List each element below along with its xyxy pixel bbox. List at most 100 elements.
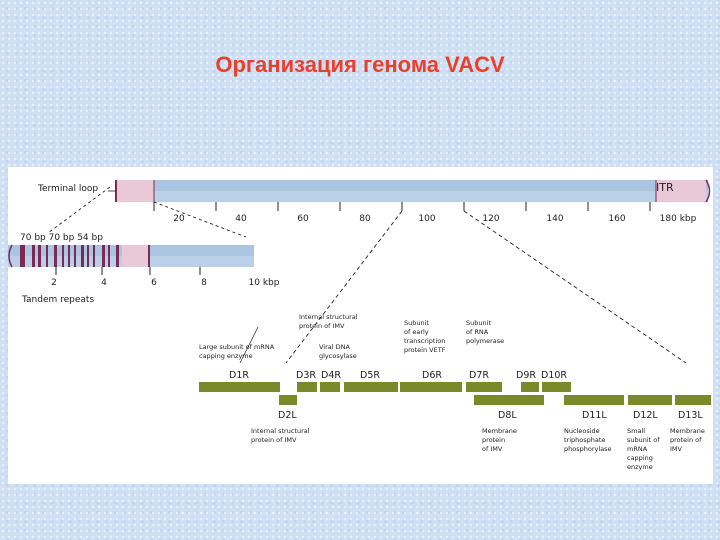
gene-d13l — [675, 395, 711, 405]
zoom-tick-6: 6 — [151, 278, 157, 288]
svg-text:protein of IMV: protein of IMV — [251, 436, 297, 444]
svg-text:capping: capping — [627, 454, 653, 462]
svg-text:of RNA: of RNA — [466, 328, 489, 336]
gene-d8l — [474, 395, 544, 405]
gene-label-d9r: D9R — [516, 370, 536, 381]
tick-100: 100 — [418, 214, 435, 224]
gene-blocks-top — [199, 382, 571, 392]
annotation-d8l: Membrane protein of IMV — [482, 427, 517, 453]
svg-text:capping enzyme: capping enzyme — [199, 352, 253, 360]
annotation-d1r: Large subunit of mRNA capping enzyme — [199, 343, 275, 360]
svg-text:phosphorylase: phosphorylase — [564, 445, 612, 453]
repeat-sizes-label: 70 bp 70 bp 54 bp — [20, 233, 103, 243]
genome-diagram: Terminal loop ITR 20 40 60 80 100 120 14… — [8, 167, 713, 484]
gene-d6r — [400, 382, 462, 392]
gene-d12l — [628, 395, 672, 405]
gene-label-d1r: D1R — [229, 370, 249, 381]
zoom-scale: 2 4 6 8 10 kbp — [51, 267, 280, 288]
gene-d3r — [297, 382, 317, 392]
itr-label: ITR — [656, 181, 674, 194]
gene-label-d4r: D4R — [321, 370, 341, 381]
gene-label-d11l: D11L — [582, 410, 607, 421]
svg-text:of IMV: of IMV — [482, 445, 503, 453]
itr-right — [656, 180, 706, 202]
terminal-loop-label: Terminal loop — [37, 184, 98, 194]
svg-text:Large subunit of mRNA: Large subunit of mRNA — [199, 343, 275, 351]
tick-180-kbp: 180 kbp — [660, 214, 697, 224]
annotation-d13l: Membrane protein of IMV — [670, 427, 705, 453]
svg-text:Nucleoside: Nucleoside — [564, 427, 600, 435]
annotation-d4r: Viral DNA glycosylase — [319, 343, 357, 360]
svg-text:protein of: protein of — [670, 436, 702, 444]
tandem-repeats-label: Tandem repeats — [21, 295, 94, 305]
gene-labels-bottom: D2L D8L D11L D12L D13L — [278, 410, 703, 421]
itr-left — [116, 180, 154, 202]
annotation-d11l: Nucleoside triphosphate phosphorylase — [564, 427, 612, 453]
gene-label-d13l: D13L — [678, 410, 703, 421]
tick-20: 20 — [173, 214, 185, 224]
svg-text:Small: Small — [627, 427, 645, 435]
gene-label-d6r: D6R — [422, 370, 442, 381]
zoomed-itr-bar — [8, 244, 254, 268]
annotation-d12l: Small subunit of mRNA capping enzyme — [627, 427, 660, 471]
zoom-line-right — [153, 201, 247, 238]
svg-text:subunit of: subunit of — [627, 436, 660, 444]
expand-line-left — [285, 210, 403, 364]
expand-line-right — [463, 210, 687, 364]
gene-d11l — [564, 395, 624, 405]
slide-title: Организация генома VACV — [215, 52, 505, 77]
zoom-line-left — [47, 186, 111, 234]
tick-120: 120 — [482, 214, 499, 224]
svg-text:Subunit: Subunit — [404, 319, 429, 327]
svg-text:polymerase: polymerase — [466, 337, 504, 345]
gene-d9r — [521, 382, 539, 392]
svg-text:Viral DNA: Viral DNA — [319, 343, 351, 351]
gene-label-d7r: D7R — [469, 370, 489, 381]
svg-text:protein of IMV: protein of IMV — [299, 322, 345, 330]
gene-d5r — [344, 382, 398, 392]
gene-label-d5r: D5R — [360, 370, 380, 381]
svg-text:triphosphate: triphosphate — [564, 436, 605, 444]
gene-d1r — [199, 382, 280, 392]
svg-text:Subunit: Subunit — [466, 319, 491, 327]
tick-60: 60 — [297, 214, 309, 224]
tick-140: 140 — [546, 214, 563, 224]
gene-label-d3r: D3R — [296, 370, 316, 381]
svg-text:IMV: IMV — [670, 445, 683, 453]
zoom-tick-10-kbp: 10 kbp — [249, 278, 280, 288]
zoom-tick-4: 4 — [101, 278, 107, 288]
gene-d4r — [320, 382, 340, 392]
annotation-d2l: Internal structural protein of IMV — [251, 427, 310, 444]
gene-label-d10r: D10R — [541, 370, 567, 381]
svg-text:protein VETF: protein VETF — [404, 346, 446, 354]
svg-text:Membrane: Membrane — [482, 427, 517, 435]
svg-text:enzyme: enzyme — [627, 463, 653, 471]
annotation-pointer — [239, 326, 259, 364]
annotation-d3r: Internal structural protein of IMV — [299, 313, 358, 330]
gene-label-d8l: D8L — [498, 410, 517, 421]
zoom-tick-8: 8 — [201, 278, 207, 288]
svg-text:Membrane: Membrane — [670, 427, 705, 435]
gene-d10r — [542, 382, 571, 392]
tick-80: 80 — [359, 214, 371, 224]
annotation-d6r: Subunit of early transcription protein V… — [404, 319, 446, 354]
tick-160: 160 — [608, 214, 625, 224]
gene-labels-top: D1R D3R D4R D5R D6R D7R D9R D10R — [229, 370, 567, 381]
gene-label-d2l: D2L — [278, 410, 297, 421]
gene-d2l — [279, 395, 297, 405]
svg-text:protein: protein — [482, 436, 505, 444]
gene-blocks-bottom — [279, 395, 711, 405]
svg-text:of early: of early — [404, 328, 429, 336]
svg-text:Internal structural: Internal structural — [251, 427, 310, 435]
annotation-d7r: Subunit of RNA polymerase — [466, 319, 504, 345]
tick-40: 40 — [235, 214, 247, 224]
gene-label-d12l: D12L — [633, 410, 658, 421]
top-scale: 20 40 60 80 100 120 140 160 180 kbp — [153, 202, 697, 224]
svg-text:mRNA: mRNA — [627, 445, 648, 453]
zoom-tick-2: 2 — [51, 278, 57, 288]
svg-text:glycosylase: glycosylase — [319, 352, 357, 360]
svg-text:Internal structural: Internal structural — [299, 313, 358, 321]
genome-bar — [115, 179, 711, 203]
svg-text:transcription: transcription — [404, 337, 445, 345]
gene-d7r — [466, 382, 502, 392]
